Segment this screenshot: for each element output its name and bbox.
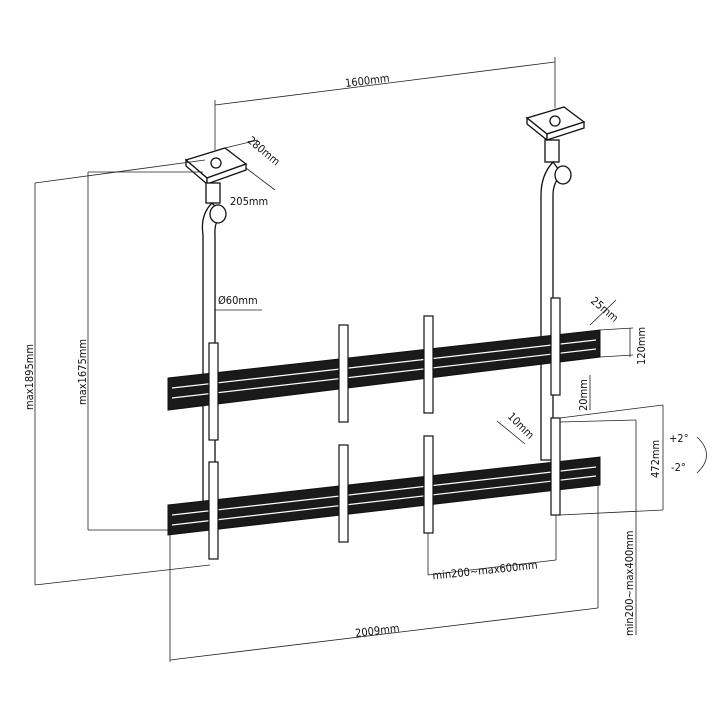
label-472mm: 472mm	[649, 440, 662, 478]
label-2009mm: 2009mm	[354, 622, 400, 640]
label-max1895mm: max1895mm	[23, 344, 36, 410]
label-rail-spacing: min200~max400mm	[623, 530, 636, 636]
label-280mm: 280mm	[245, 134, 283, 168]
bracket	[338, 324, 349, 423]
vertical-brackets	[208, 297, 561, 560]
rail-top	[167, 329, 601, 411]
label-205mm: 205mm	[230, 195, 268, 208]
label-10mm: 10mm	[505, 410, 537, 442]
bracket	[338, 444, 349, 543]
bracket	[423, 435, 434, 534]
bracket	[423, 315, 434, 414]
label-120mm: 120mm	[635, 327, 648, 365]
bracket	[550, 417, 561, 516]
label-1600mm: 1600mm	[344, 72, 390, 90]
rail-bottom	[167, 456, 601, 536]
label-max1675mm: max1675mm	[76, 339, 89, 405]
dimension-lines	[34, 57, 707, 662]
ceiling-plate-left	[184, 147, 248, 204]
label-pole-diameter: Ø60mm	[218, 294, 258, 307]
bracket	[208, 461, 219, 560]
bracket	[208, 342, 219, 441]
label-25mm: 25mm	[588, 294, 621, 324]
label-tilt-down: -2°	[671, 461, 686, 474]
label-bracket-spacing: min200~max600mm	[432, 559, 538, 583]
bracket	[550, 297, 561, 396]
label-20mm: 20mm	[577, 379, 590, 411]
label-tilt-up: +2°	[669, 432, 689, 445]
ceiling-plate-right	[525, 106, 586, 163]
